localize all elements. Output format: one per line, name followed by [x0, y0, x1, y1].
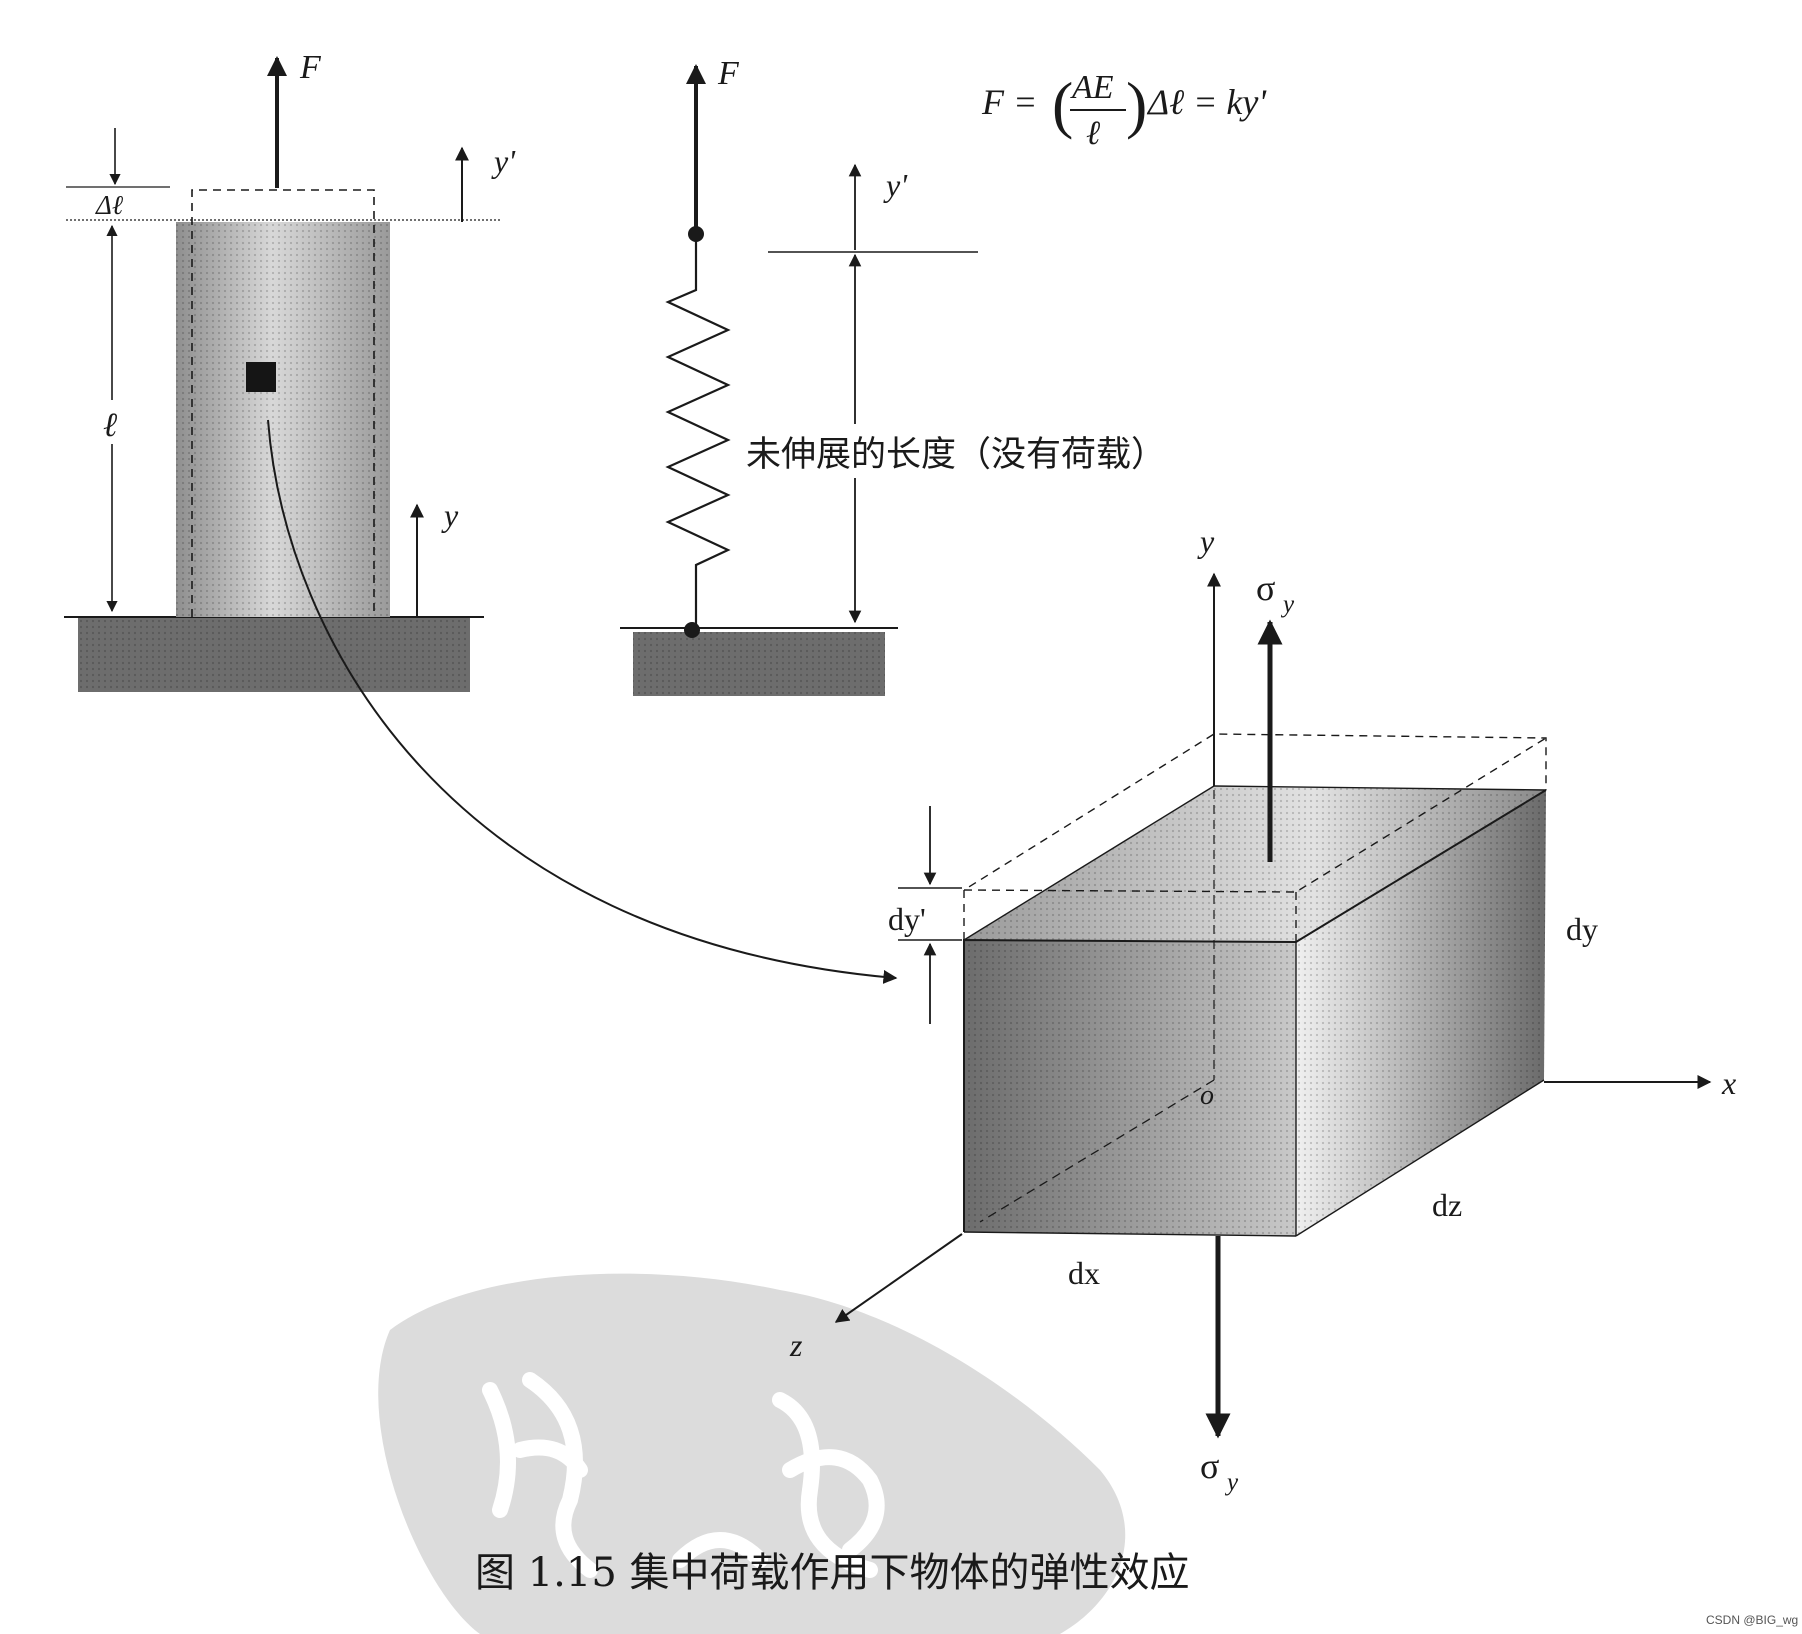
watermark-glyph-1 [482, 1372, 598, 1578]
z-axis [834, 1233, 963, 1323]
origin-label: o [1200, 1080, 1214, 1111]
formula-rhs: Δℓ = ky' [1146, 82, 1267, 122]
spring-coil [665, 234, 731, 630]
unstretched-label-bg [742, 424, 1212, 478]
hooke-formula: F = ( AE ℓ ) Δℓ = ky' [981, 69, 1267, 152]
element-edge-bottom [963, 1231, 1297, 1237]
formula-denominator: ℓ [1086, 115, 1100, 152]
deformed-outline-back [963, 733, 1547, 940]
sigma-top-subscript: y [1280, 591, 1295, 618]
z-axis-label: z [789, 1327, 803, 1363]
unstretched-length-label: 未伸展的长度（没有荷载） [746, 435, 1166, 475]
watermark-glyph-2 [672, 1392, 885, 1578]
dy-label: dy [1566, 911, 1598, 947]
side-diagonal-dashed [1295, 805, 1521, 943]
element-front-texture [964, 940, 1296, 1236]
sigma-top-symbol: σ [1256, 568, 1275, 608]
spring-figure: F 未伸展的长度（没有荷载） y' [620, 55, 1212, 696]
bar-y-label: y [441, 497, 459, 533]
stress-element-figure: y x z o [789, 523, 1736, 1496]
formula-numerator: AE [1070, 69, 1114, 106]
sigma-bottom-subscript: y [1224, 1469, 1239, 1496]
bar-body-texture [176, 222, 390, 617]
element-side-texture [1296, 790, 1546, 1236]
formula-paren-close: ) [1126, 69, 1147, 140]
front-diagonal-dashed [979, 1079, 1215, 1223]
bar-ground-texture [78, 617, 470, 692]
dz-label: dz [1432, 1187, 1462, 1223]
sigma-bottom-symbol: σ [1200, 1446, 1219, 1486]
element-top-texture [964, 786, 1546, 942]
element-edges-top [963, 789, 1547, 1232]
spring-force-label: F [717, 55, 740, 92]
source-credit: CSDN @BIG_wg [1706, 1613, 1798, 1627]
element-edge-bottom-right [1295, 1079, 1545, 1237]
bar-material-element [246, 362, 276, 392]
spring-base-node [684, 622, 700, 638]
figure-caption: 图 1.15 集中荷载作用下物体的弹性效应 [475, 1550, 1190, 1596]
formula-paren-open: ( [1052, 69, 1073, 140]
y-axis-label: y [1197, 523, 1215, 559]
formula-lhs: F = [981, 82, 1037, 122]
delta-length-label: Δℓ [95, 190, 124, 220]
length-label-bg [98, 400, 126, 444]
dyprime-label: dy' [888, 901, 926, 937]
zoom-curve-arrow [267, 419, 898, 984]
loaded-bar-figure: Δℓ ℓ F y' y [64, 49, 898, 984]
element-edge-back-left [963, 785, 1215, 941]
bar-original-outline [191, 189, 375, 617]
watermark-seal [378, 1273, 1126, 1634]
length-label: ℓ [103, 407, 117, 444]
bar-yprime-label: y' [491, 143, 516, 179]
spring-yprime-label: y' [883, 167, 908, 203]
dx-label: dx [1068, 1255, 1100, 1291]
bar-force-label: F [299, 49, 322, 86]
spring-ground-texture [633, 632, 885, 696]
x-axis-label: x [1721, 1065, 1736, 1101]
spring-top-node [688, 226, 704, 242]
